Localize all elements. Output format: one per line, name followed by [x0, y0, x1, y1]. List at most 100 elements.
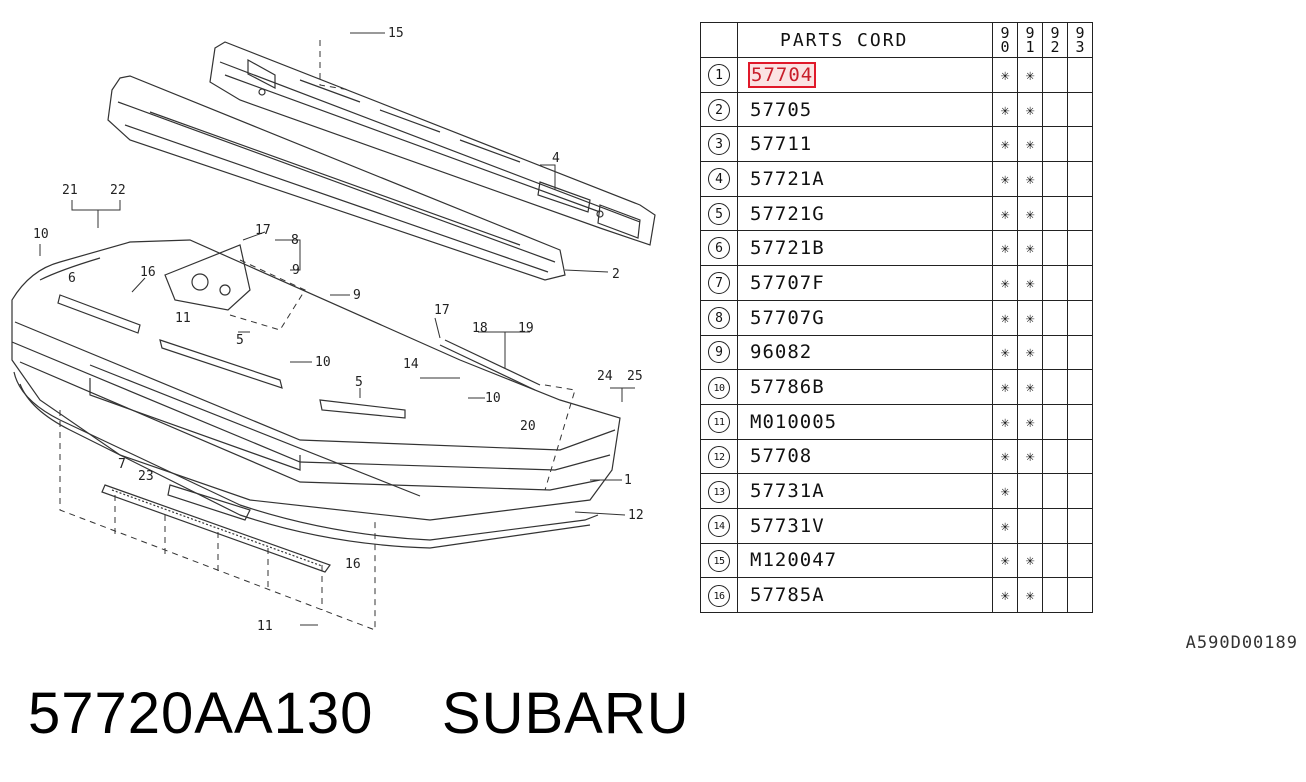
year-mark-93 — [1067, 230, 1093, 267]
year-mark-90: ✳ — [992, 542, 1018, 579]
part-code-cell: 57704 — [737, 57, 993, 93]
part-code[interactable]: 96082 — [750, 341, 813, 364]
year-mark-92 — [1042, 334, 1068, 371]
energy-absorber — [107, 75, 566, 281]
callout-3: 4 — [552, 151, 560, 166]
callout-11a: 11 — [175, 311, 191, 326]
year-mark-90: ✳ — [992, 403, 1018, 440]
part-code[interactable]: 57786B — [750, 376, 825, 399]
part-code[interactable]: M010005 — [750, 410, 838, 433]
row-number-badge: 11 — [708, 411, 730, 434]
part-code-cell: 57721A — [737, 161, 993, 197]
part-code[interactable]: 57705 — [750, 98, 813, 121]
callout-15: 15 — [388, 26, 404, 41]
lower-lip — [13, 371, 599, 549]
year-mark-91: ✳ — [1017, 265, 1043, 301]
part-code[interactable]: 57731V — [750, 514, 825, 537]
part-code[interactable]: 57721A — [750, 167, 825, 190]
year-mark-90: ✳ — [992, 438, 1018, 475]
table-row[interactable]: 2 57705 ✳✳ — [700, 91, 1093, 128]
callout-17b: 17 — [434, 303, 450, 318]
row-number-badge: 3 — [708, 133, 730, 156]
part-code-cell: 57707G — [737, 299, 993, 336]
year-mark-93 — [1067, 438, 1093, 475]
part-code-cell: 57786B — [737, 369, 993, 405]
row-number-badge: 12 — [708, 445, 730, 468]
part-code-cell: 57707F — [737, 265, 993, 301]
year-mark-91: ✳ — [1017, 57, 1043, 93]
part-code-cell: 57785A — [737, 577, 993, 613]
year-mark-92 — [1042, 91, 1068, 128]
year-mark-92 — [1042, 195, 1068, 232]
row-number-badge: 9 — [708, 341, 730, 364]
part-code[interactable]: 57707G — [750, 306, 825, 329]
year-mark-91: ✳ — [1017, 334, 1043, 371]
year-mark-92 — [1042, 403, 1068, 440]
year-mark-90: ✳ — [992, 195, 1018, 232]
part-code[interactable]: 57785A — [750, 584, 825, 607]
part-code-cell: M010005 — [737, 403, 993, 440]
year-mark-92 — [1042, 57, 1068, 93]
part-code-cell: 57708 — [737, 438, 993, 475]
year-mark-93 — [1067, 369, 1093, 405]
header-parts-cord: PARTS CORD — [737, 22, 993, 58]
year-mark-91 — [1017, 507, 1043, 544]
part-code[interactable]: 57711 — [750, 133, 813, 156]
header-blank — [700, 22, 738, 58]
year-mark-91: ✳ — [1017, 299, 1043, 336]
year-mark-90: ✳ — [992, 577, 1018, 613]
row-number: 9 — [700, 334, 738, 371]
part-code[interactable]: 57707F — [750, 271, 825, 294]
row-number: 12 — [700, 438, 738, 475]
part-code[interactable]: M120047 — [750, 549, 838, 572]
year-mark-90: ✳ — [992, 91, 1018, 128]
year-mark-90: ✳ — [992, 57, 1018, 93]
year-mark-92 — [1042, 473, 1068, 509]
callout-5a: 6 — [68, 271, 76, 286]
year-mark-91: ✳ — [1017, 91, 1043, 128]
callout-4: 5 — [236, 333, 244, 348]
callout-8: 9 — [292, 263, 300, 278]
row-number-badge: 5 — [708, 202, 730, 225]
year-mark-92 — [1042, 126, 1068, 163]
exploded-bumper-diagram: 15 4 2 1 12 5 5 6 7 8 9 9 10 10 10 11 11… — [11, 26, 656, 634]
part-code[interactable]: 57708 — [750, 445, 813, 468]
year-mark-93 — [1067, 195, 1093, 232]
part-code[interactable]: 57731A — [750, 480, 825, 503]
table-row[interactable]: 5 57721G ✳✳ — [700, 195, 1093, 232]
row-number: 2 — [700, 91, 738, 128]
callout-19: 19 — [518, 321, 534, 336]
year-mark-93 — [1067, 403, 1093, 440]
year-mark-91: ✳ — [1017, 195, 1043, 232]
callout-13: 14 — [403, 357, 419, 372]
row-number: 6 — [700, 230, 738, 267]
callout-1: 1 — [624, 473, 632, 488]
part-code-cell: 57705 — [737, 91, 993, 128]
row-number: 14 — [700, 507, 738, 544]
callout-9b: 10 — [485, 391, 501, 406]
part-code[interactable]: 57721B — [750, 237, 825, 260]
year-mark-92 — [1042, 161, 1068, 197]
row-number-badge: 4 — [708, 167, 730, 190]
part-code[interactable]: 57721G — [750, 202, 825, 225]
part-code-highlighted[interactable]: 57704 — [747, 61, 817, 88]
callout-25: 25 — [627, 369, 643, 384]
year-mark-91: ✳ — [1017, 542, 1043, 579]
